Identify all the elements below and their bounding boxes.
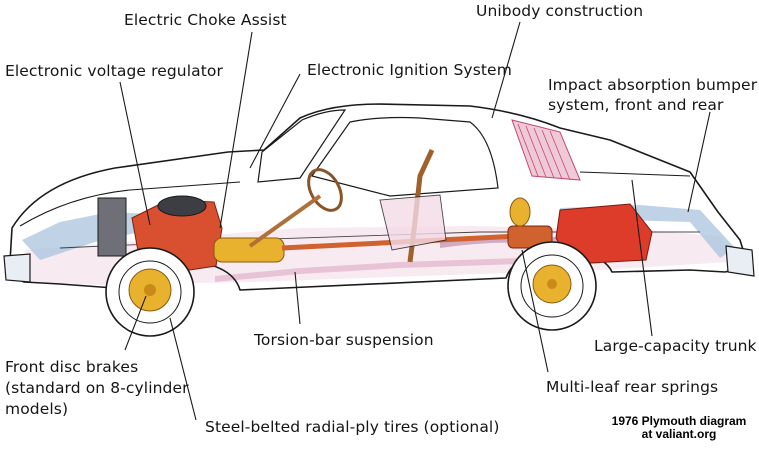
leader-torsion-bar <box>294 271 301 325</box>
label-bumper-system-line1: Impact absorption bumper <box>548 76 758 94</box>
label-electric-choke-assist: Electric Choke Assist <box>124 11 287 29</box>
leader-bumper <box>687 111 711 213</box>
label-front-disc-brakes-line2: (standard on 8-cylinder <box>5 379 189 397</box>
windshield <box>257 109 347 183</box>
front-seat <box>379 194 447 251</box>
steering-column <box>248 194 322 248</box>
label-front-disc-brakes-line3: models) <box>5 400 69 418</box>
label-large-capacity-trunk: Large-capacity trunk <box>594 337 757 355</box>
leader-tires <box>169 317 197 421</box>
leader-trunk <box>631 179 653 337</box>
leader-lines <box>119 21 711 421</box>
leader-ignition <box>249 73 301 169</box>
radiator <box>97 197 127 257</box>
credit-line1: 1976 Plymouth diagram <box>611 414 747 428</box>
rear-quarter-window <box>511 119 581 181</box>
steering-wheel <box>307 168 343 212</box>
leader-electric-choke <box>219 31 253 229</box>
front-bumper <box>3 253 31 283</box>
leader-voltage-regulator <box>119 81 151 226</box>
label-electronic-voltage-regulator: Electronic voltage regulator <box>5 62 223 80</box>
rear-differential-gear <box>509 197 531 227</box>
label-front-disc-brakes-line1: Front disc brakes <box>5 358 139 376</box>
label-multi-leaf-rear-springs: Multi-leaf rear springs <box>546 378 719 396</box>
label-unibody-construction: Unibody construction <box>476 2 644 20</box>
rear-window-hatching <box>517 123 571 181</box>
air-cleaner <box>157 195 207 217</box>
label-steel-belted-tires: Steel-belted radial-ply tires (optional) <box>205 418 500 436</box>
rear-bumper <box>725 245 755 277</box>
label-torsion-bar-suspension: Torsion-bar suspension <box>254 331 434 349</box>
transmission <box>213 237 285 263</box>
image-credit: 1976 Plymouth diagram at valiant.org <box>600 415 758 441</box>
label-bumper-system-line2: system, front and rear <box>548 96 724 114</box>
front-wheel <box>105 247 195 337</box>
credit-line2: at valiant.org <box>641 427 717 441</box>
hood-crease-line <box>19 181 241 227</box>
leader-brakes <box>124 295 147 351</box>
fuel-tank <box>555 203 653 265</box>
rear-wheel <box>507 241 597 331</box>
trunk-lid-line <box>579 171 691 177</box>
exhaust-system <box>215 258 600 282</box>
leader-unibody <box>491 21 521 119</box>
side-window <box>311 116 499 197</box>
label-electronic-ignition-system: Electronic Ignition System <box>307 61 512 79</box>
leader-rear-springs <box>521 249 549 373</box>
